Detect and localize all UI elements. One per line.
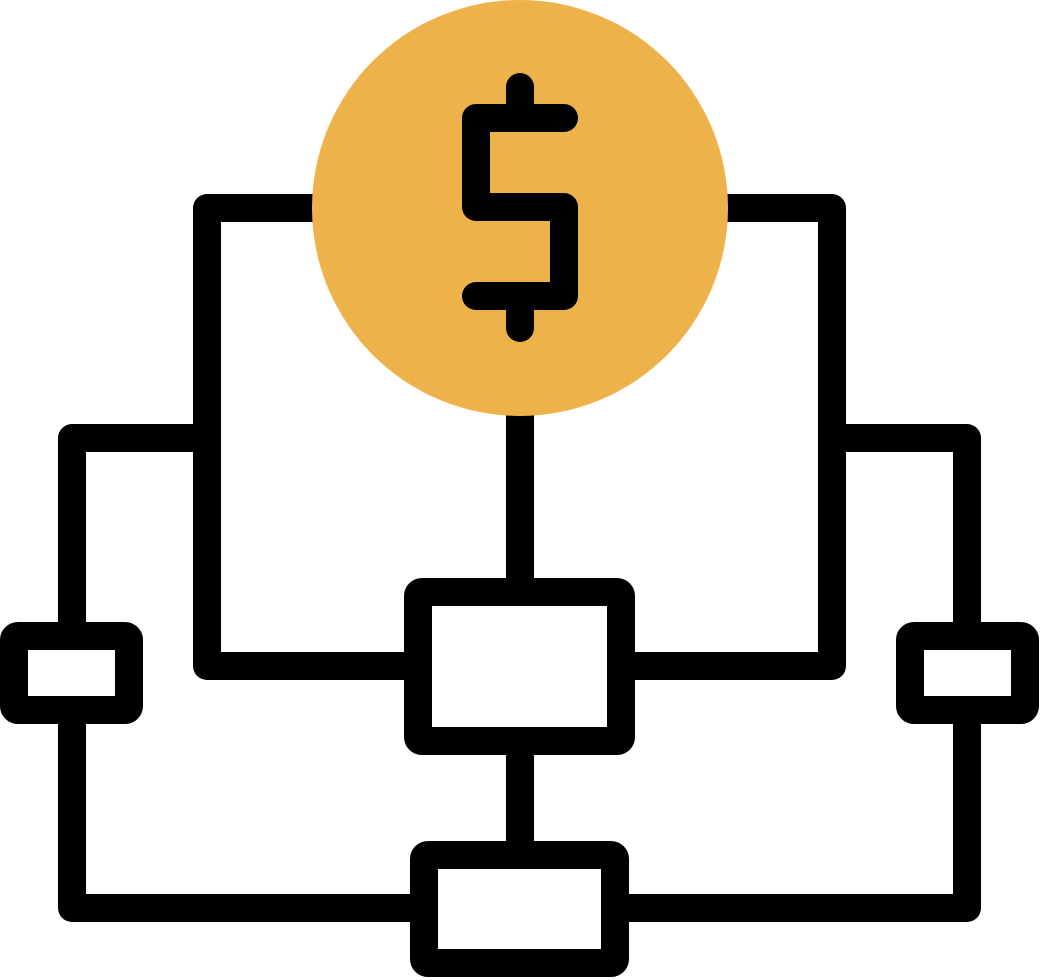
bottom-right-connector [601,696,981,922]
left-node-box [0,622,143,724]
center-node-box [404,578,635,755]
right-node-box [896,622,1039,724]
inner-frame-left [193,194,432,680]
connector-lines [58,194,981,922]
flow-nodes [0,578,1039,977]
dollar-sign-icon [462,73,578,342]
bottom-node-box [410,841,629,977]
bottom-left-connector [58,696,438,922]
right-outer-connector [818,424,981,650]
inner-frame-right [607,194,846,680]
left-outer-connector [58,424,221,650]
dollar-coin: $ [312,0,728,416]
